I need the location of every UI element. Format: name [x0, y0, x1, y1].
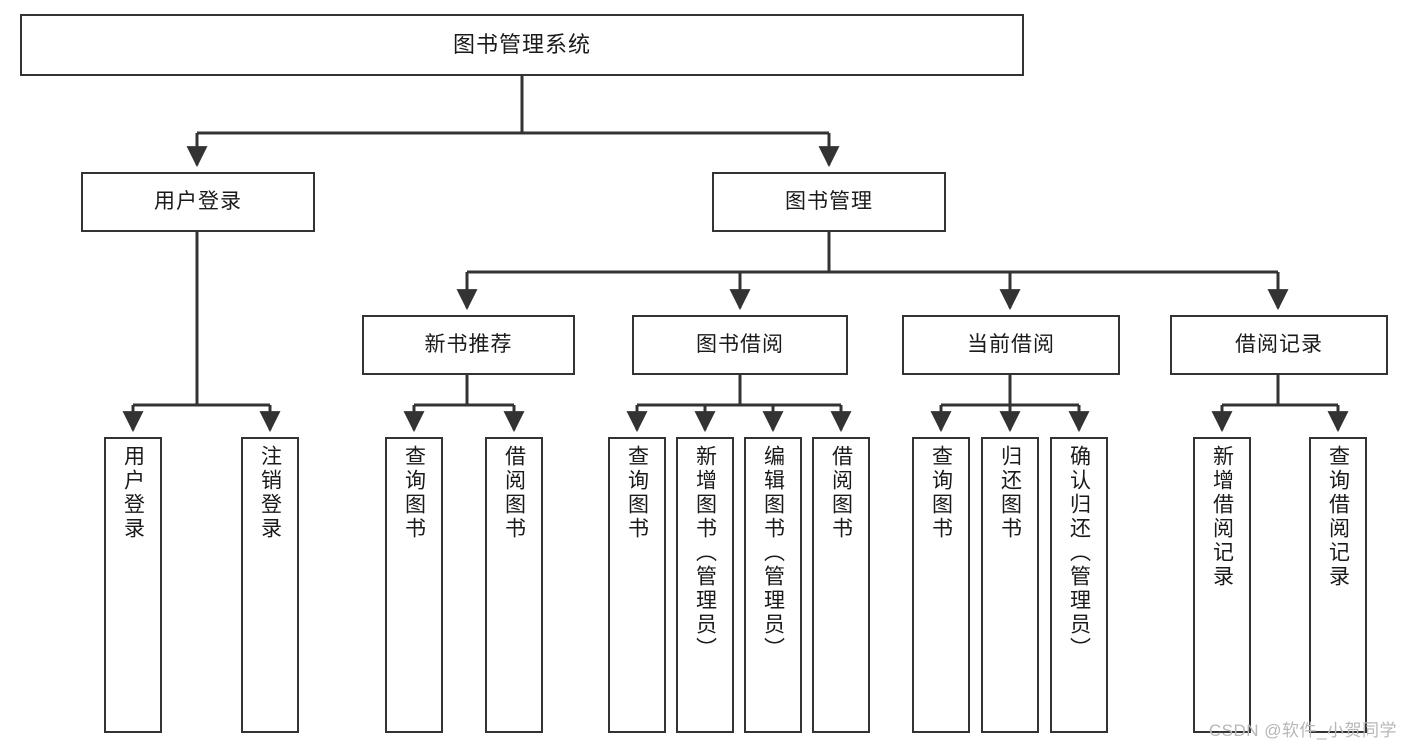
leaf-record-query-record[interactable]: 查询借阅记录	[1309, 437, 1367, 733]
node-book-borrow[interactable]: 图书借阅	[632, 315, 848, 375]
node-book-management[interactable]: 图书管理	[712, 172, 946, 232]
node-label: 图书管理	[785, 189, 873, 213]
node-label: 借阅图书	[829, 445, 853, 541]
node-new-book-recommend[interactable]: 新书推荐	[362, 315, 575, 375]
leaf-borrow-borrow-book[interactable]: 借阅图书	[812, 437, 870, 733]
leaf-current-return-book[interactable]: 归还图书	[981, 437, 1039, 733]
node-label: 图书借阅	[696, 332, 784, 356]
leaf-newbook-query-book[interactable]: 查询图书	[385, 437, 443, 733]
node-label: 当前借阅	[967, 332, 1055, 356]
node-label: 查询借阅记录	[1326, 445, 1350, 589]
leaf-borrow-edit-book-admin[interactable]: 编辑图书（管理员）	[744, 437, 802, 733]
node-label: 借阅图书	[502, 445, 526, 541]
leaf-current-confirm-return-admin[interactable]: 确认归还（管理员）	[1050, 437, 1108, 733]
node-user-login[interactable]: 用户登录	[81, 172, 315, 232]
node-label: 确认归还（管理员）	[1067, 445, 1091, 661]
leaf-borrow-query-book[interactable]: 查询图书	[608, 437, 666, 733]
node-label: 新书推荐	[424, 332, 513, 356]
node-label: 查询图书	[929, 445, 953, 541]
node-label: 查询图书	[402, 445, 426, 541]
leaf-record-add-record[interactable]: 新增借阅记录	[1193, 437, 1251, 733]
node-label: 用户登录	[154, 189, 242, 213]
node-label: 借阅记录	[1235, 332, 1323, 356]
node-borrow-record[interactable]: 借阅记录	[1170, 315, 1388, 375]
node-label: 新增借阅记录	[1210, 445, 1234, 589]
node-label: 注销登录	[258, 445, 282, 541]
node-label: 新增图书（管理员）	[693, 445, 717, 661]
node-current-borrow[interactable]: 当前借阅	[902, 315, 1120, 375]
leaf-borrow-add-book-admin[interactable]: 新增图书（管理员）	[676, 437, 734, 733]
leaf-user-login-signin[interactable]: 用户登录	[104, 437, 162, 733]
node-label: 用户登录	[121, 445, 145, 541]
leaf-user-login-signout[interactable]: 注销登录	[241, 437, 299, 733]
node-label: 编辑图书（管理员）	[761, 445, 785, 661]
node-root-system[interactable]: 图书管理系统	[20, 14, 1024, 76]
leaf-current-query-book[interactable]: 查询图书	[912, 437, 970, 733]
csdn-watermark: CSDN @软件_小贺同学	[1208, 721, 1397, 740]
node-label: 归还图书	[998, 445, 1022, 541]
node-label: 查询图书	[625, 445, 649, 541]
node-label: 图书管理系统	[452, 32, 591, 58]
leaf-newbook-borrow-book[interactable]: 借阅图书	[485, 437, 543, 733]
